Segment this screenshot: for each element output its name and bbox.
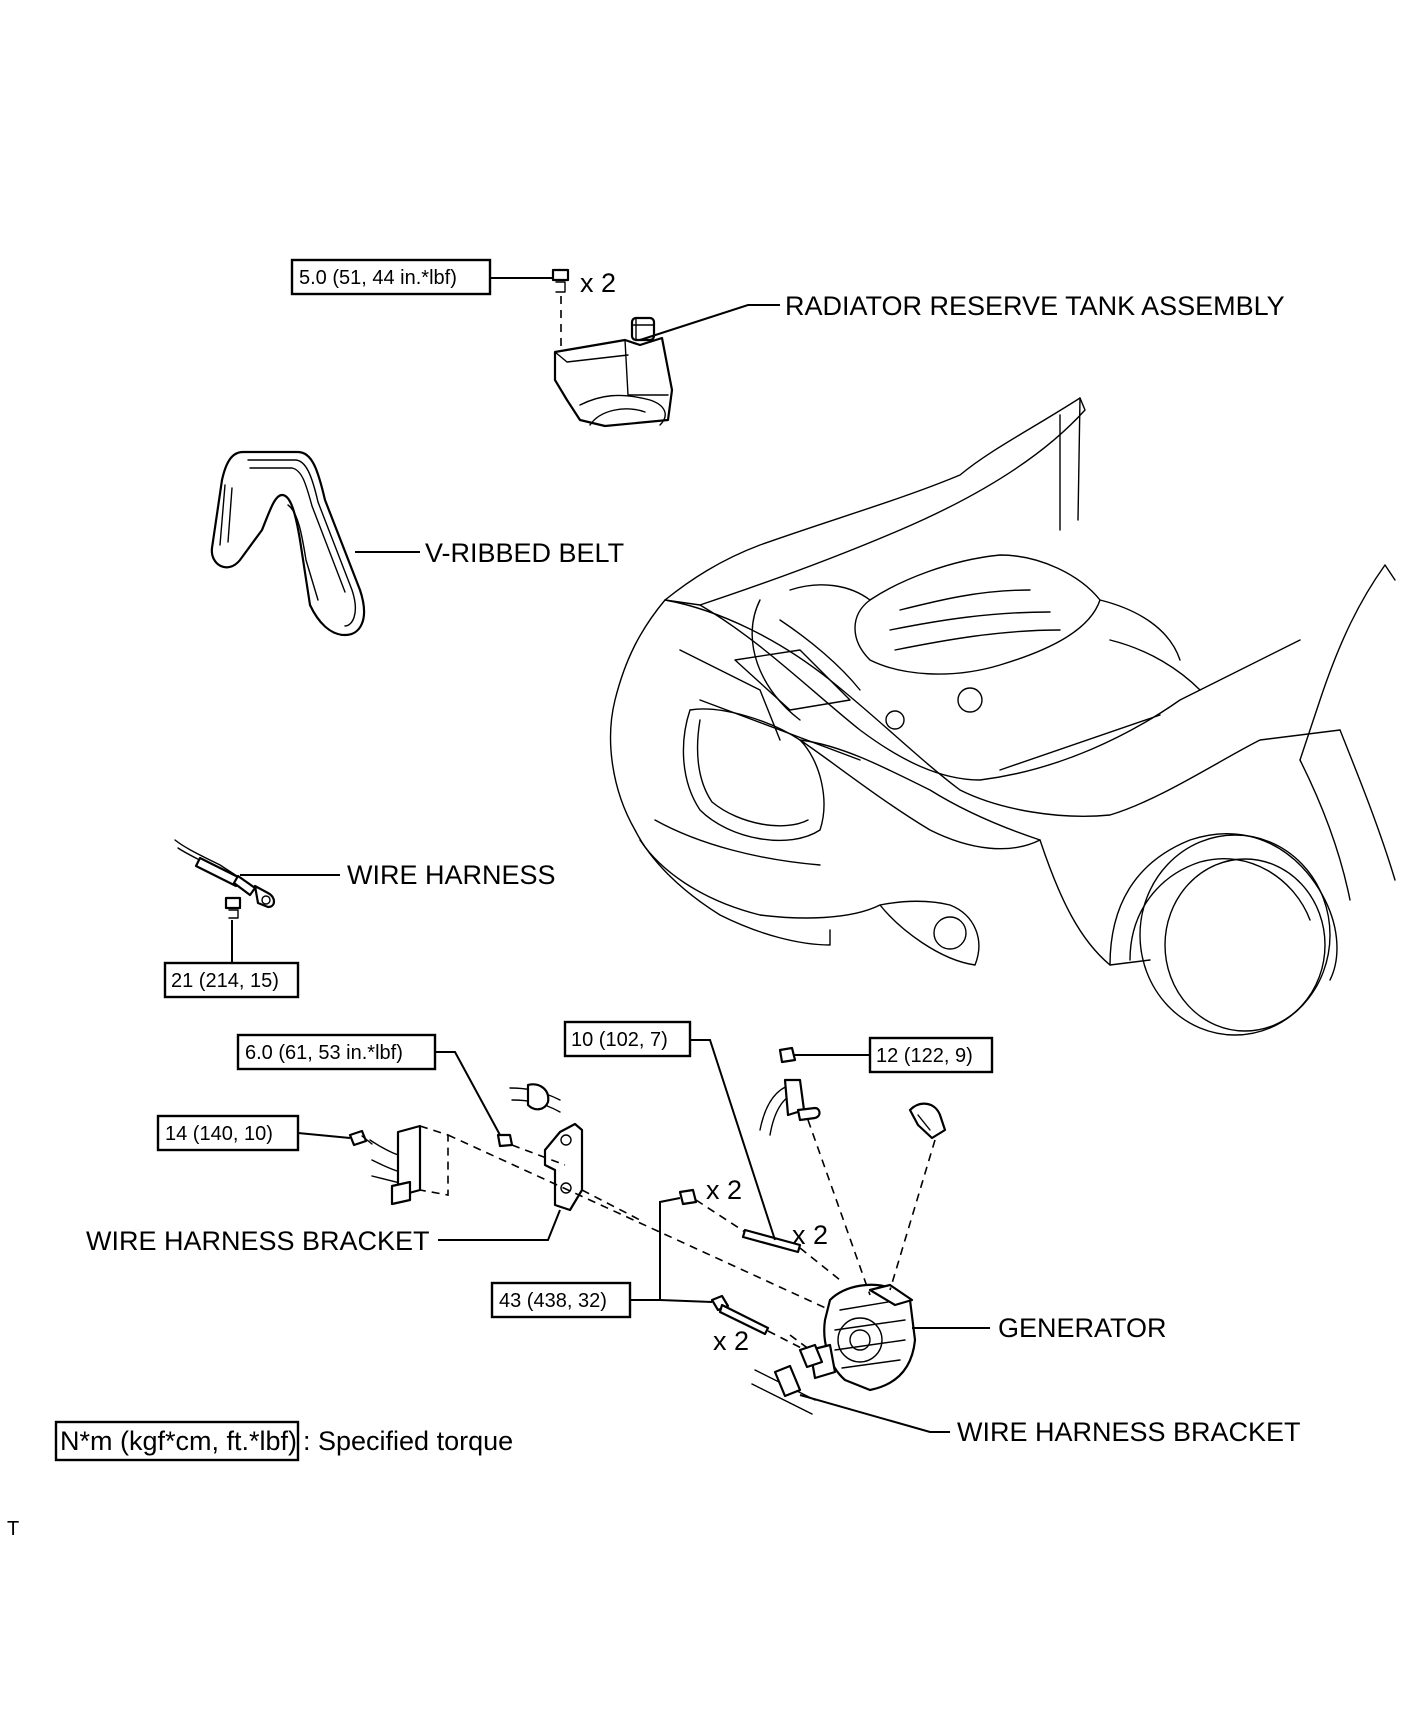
torque-box-wire-harness-nut: 21 (214, 15) (163, 961, 300, 999)
torque-value: 5.0 (51, 44 in.*lbf) (299, 267, 457, 289)
generator-assembly-illustration (348, 1046, 947, 1415)
torque-box-terminal-nut: 12 (122, 9) (868, 1036, 994, 1074)
v-ribbed-belt-illustration (210, 450, 365, 637)
legend-description: : Specified torque (303, 1426, 513, 1456)
torque-box-stud-bolt: 10 (102, 7) (563, 1020, 692, 1058)
torque-legend: N*m (kgf*cm, ft.*lbf) : Specified torque (54, 1420, 513, 1462)
leader-lines (231, 277, 990, 1433)
wire-harness-illustration (174, 839, 276, 919)
torque-value: 6.0 (61, 53 in.*lbf) (245, 1042, 403, 1064)
label-v-ribbed-belt: V-RIBBED BELT (425, 538, 624, 568)
radiator-reserve-tank-illustration (551, 268, 674, 428)
label-wire-harness-bracket-left: WIRE HARNESS BRACKET (86, 1226, 430, 1256)
label-wire-harness: WIRE HARNESS (347, 860, 556, 890)
quantity-generator-nut: x 2 (706, 1175, 742, 1205)
torque-box-tank-bolt: 5.0 (51, 44 in.*lbf) (290, 258, 492, 296)
torque-value: 12 (122, 9) (876, 1045, 973, 1067)
quantity-tank-bolt: x 2 (580, 268, 616, 298)
torque-value: 10 (102, 7) (571, 1029, 668, 1051)
vehicle-front-illustration (609, 397, 1396, 1036)
quantity-stud-bolt: x 2 (792, 1220, 828, 1250)
legend-box-text: N*m (kgf*cm, ft.*lbf) (60, 1426, 297, 1456)
torque-box-generator-bolt: 43 (438, 32) (490, 1281, 632, 1319)
label-generator: GENERATOR (998, 1313, 1167, 1343)
torque-value: 21 (214, 15) (171, 970, 279, 992)
label-wire-harness-bracket-bottom: WIRE HARNESS BRACKET (957, 1417, 1301, 1447)
torque-box-harness-clamp-bolt: 14 (140, 10) (156, 1114, 300, 1152)
torque-value: 43 (438, 32) (499, 1290, 607, 1312)
quantity-generator-bolt: x 2 (713, 1326, 749, 1356)
torque-box-bracket-nut: 6.0 (61, 53 in.*lbf) (236, 1033, 437, 1071)
label-radiator-reserve-tank: RADIATOR RESERVE TANK ASSEMBLY (785, 291, 1285, 321)
torque-value: 14 (140, 10) (165, 1123, 273, 1145)
footer-mark: T (7, 1518, 19, 1540)
